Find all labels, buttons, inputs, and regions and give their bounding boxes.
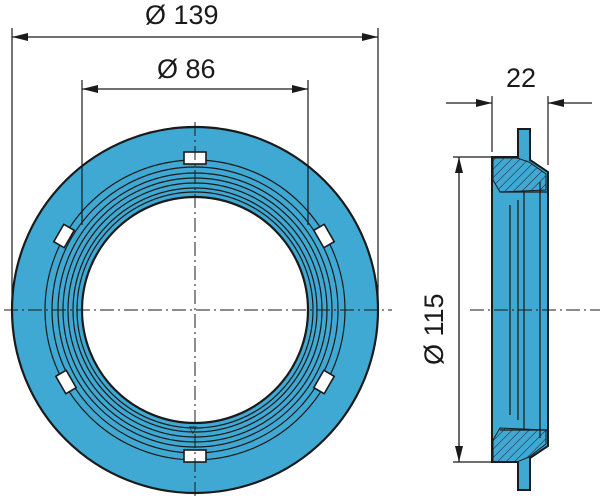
- hatched-section-top: [492, 157, 547, 193]
- side-view: [470, 128, 600, 491]
- dimension-inner: Ø 86: [81, 54, 309, 225]
- notch-lower-right: [312, 369, 336, 395]
- notch-upper-left: [52, 223, 76, 249]
- side-diameter-label: Ø 115: [419, 293, 449, 365]
- hatched-section-bottom: [492, 427, 547, 463]
- outer-diameter-label: Ø 139: [145, 0, 219, 30]
- width-label: 22: [506, 63, 536, 93]
- inner-diameter-label: Ø 86: [157, 54, 216, 84]
- small-mark: ▽: [189, 425, 197, 436]
- notches: [52, 151, 336, 463]
- notch-lower-left: [54, 369, 78, 395]
- dimension-outer: Ø 139: [11, 0, 379, 305]
- dimension-width: 22: [446, 63, 592, 165]
- front-view: ▽: [4, 122, 392, 498]
- notch-upper-right: [312, 223, 336, 249]
- dimension-side: Ø 115: [419, 156, 492, 463]
